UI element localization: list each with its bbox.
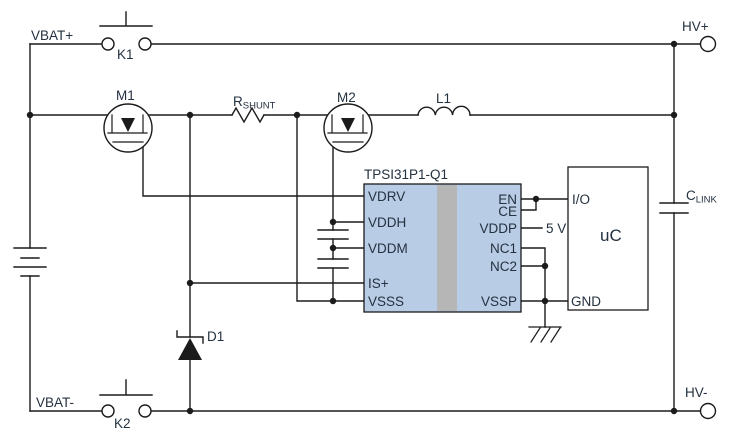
k2-switch <box>99 379 153 418</box>
d1-zener-diode <box>176 330 204 360</box>
microcontroller-box: I/O uC GND <box>567 166 649 311</box>
junction-dot <box>329 297 337 305</box>
m1-arrow <box>121 118 135 132</box>
junction-dot <box>293 111 301 119</box>
junction-dot <box>186 407 194 415</box>
pin-vddh-label: VDDH <box>368 215 406 230</box>
m1-mosfet <box>103 103 153 153</box>
hv-plus-label: HV+ <box>682 19 709 34</box>
isolation-barrier <box>437 185 457 311</box>
pin-isplus-label: IS+ <box>368 276 389 291</box>
pin-vsss-label: VSSS <box>368 294 404 309</box>
battery <box>13 247 47 277</box>
clink-plates <box>659 202 689 214</box>
cap1-plates <box>317 229 349 240</box>
junction-dot <box>541 262 549 270</box>
junction-dot <box>670 111 678 119</box>
d1-label: D1 <box>207 329 224 344</box>
vbat-plus-label: VBAT+ <box>31 28 73 43</box>
l1-inductor <box>417 105 471 116</box>
hv-minus-terminal <box>699 402 717 420</box>
k1-contact-right <box>138 37 152 51</box>
junction-dot <box>26 111 34 119</box>
uc-body <box>567 166 649 311</box>
uc-pin-io-label: I/O <box>572 192 590 207</box>
junction-dot <box>670 40 678 48</box>
d1-cathode-bar <box>176 330 204 344</box>
pin-vddm-label: VDDM <box>368 241 408 256</box>
clink-label: CLINK <box>686 188 718 206</box>
l1-label: L1 <box>436 91 451 106</box>
junction-dot <box>329 218 337 226</box>
junction-dot <box>532 195 540 203</box>
pin-en-label: EN <box>498 192 517 207</box>
rshunt-label: RSHUNT <box>233 94 276 112</box>
vbat-minus-label: VBAT- <box>36 395 74 410</box>
d1-anode-triangle <box>178 338 202 360</box>
ground-strokes <box>528 326 562 343</box>
k1-label: K1 <box>117 47 134 62</box>
m1-label: M1 <box>116 88 135 103</box>
k2-label: K2 <box>114 416 131 431</box>
uc-pin-gnd-label: GND <box>571 294 601 309</box>
m2-gate-vddh-wire <box>332 141 365 231</box>
m2-arrow <box>341 118 355 132</box>
cap-vddm-vsss <box>317 258 349 269</box>
pin-nc2-label: NC2 <box>490 259 517 274</box>
pin-vdrv-label: VDRV <box>368 189 405 204</box>
clink-capacitor <box>659 202 689 214</box>
hv-plus-terminal <box>699 35 717 53</box>
junction-dot <box>670 407 678 415</box>
chassis-ground-icon <box>528 326 562 343</box>
k1-actuator <box>99 11 153 27</box>
junction-dots <box>26 40 678 415</box>
rshunt-resistor <box>231 106 265 124</box>
m2-stubs <box>327 114 368 143</box>
vdrv-gate-wire <box>142 141 365 197</box>
k2-contact-left <box>101 404 115 418</box>
k1-switch <box>99 11 153 51</box>
m2-label: M2 <box>337 90 356 105</box>
k2-actuator <box>99 379 153 396</box>
junction-dot <box>541 297 549 305</box>
pin-ce-label: CE <box>498 204 517 219</box>
nc1-ground-wire <box>520 247 546 328</box>
junction-dot <box>329 244 337 252</box>
five-v-label: 5 V <box>546 221 566 236</box>
junction-dot <box>186 279 194 287</box>
cap-vddh-vddm <box>317 229 349 240</box>
pin-vddp-label: VDDP <box>479 221 517 236</box>
junction-dot <box>186 111 194 119</box>
m1-stubs <box>107 114 148 143</box>
uc-name-label: uC <box>600 226 622 245</box>
vddm-wire <box>332 238 365 260</box>
pin-vssp-label: VSSP <box>481 294 517 309</box>
cap2-plates <box>317 258 349 269</box>
m2-mosfet <box>323 103 373 153</box>
hv-minus-label: HV- <box>685 385 708 400</box>
tpsi31p1-ic: TPSI31P1-Q1 VDRV VDDH VDDM IS+ VSSS EN C… <box>363 167 522 313</box>
pin-nc1-label: NC1 <box>490 241 517 256</box>
k1-contact-left <box>101 37 115 51</box>
ic-part-number: TPSI31P1-Q1 <box>364 167 448 182</box>
k2-contact-right <box>138 404 152 418</box>
